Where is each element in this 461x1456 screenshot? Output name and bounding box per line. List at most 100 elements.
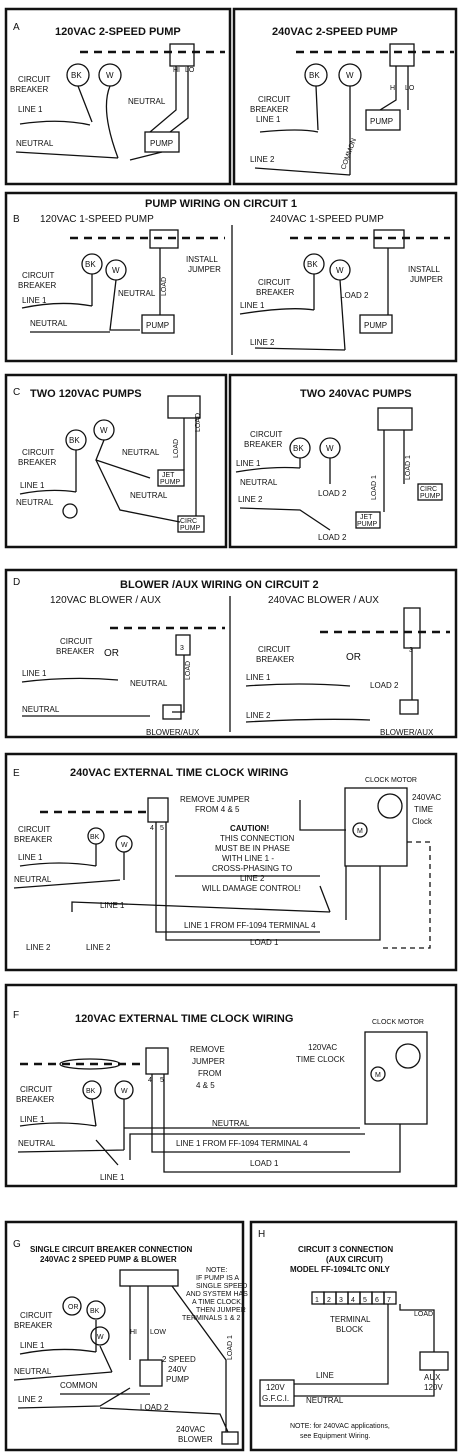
panel-f-remove-1: REMOVE: [190, 1045, 225, 1054]
panel-e-t5: 5: [160, 825, 164, 832]
panel-f-neutral-in: NEUTRAL: [18, 1139, 56, 1148]
terminal-label-3: 3: [339, 1297, 343, 1304]
panel-a-letter: A: [13, 22, 20, 33]
panel-b-left-neutral-in: NEUTRAL: [30, 319, 68, 328]
panel-d-left-or: OR: [104, 648, 119, 659]
panel-d-right-cb-1: CIRCUIT: [258, 645, 291, 654]
panel-e-line1-from: LINE 1 FROM FF-1094 TERMINAL 4: [184, 921, 316, 930]
panel-e-time-clock-1: 240VAC: [412, 793, 441, 802]
panel-a-right-common: COMMON: [340, 138, 358, 171]
panel-c-left-load-a: LOAD: [173, 439, 180, 458]
panel-e-m: M: [357, 828, 363, 835]
panel-d-letter: D: [13, 577, 20, 588]
panel-b-right-line2: LINE 2: [250, 338, 275, 347]
panel-g-cb-2: BREAKER: [14, 1321, 52, 1330]
panel-c-left-circ-1: CIRC: [180, 518, 197, 525]
panel-a-right-line2: LINE 2: [250, 155, 275, 164]
panel-a-left-pump: PUMP: [150, 139, 173, 148]
panel-b-left-install: INSTALL: [186, 255, 218, 264]
panel-a-left-neutral-in: NEUTRAL: [16, 139, 54, 148]
panel-h-block-2: BLOCK: [336, 1325, 364, 1334]
panel-e-bk: BK: [90, 834, 100, 841]
panel-g-note-6: THEN JUMPER: [196, 1307, 246, 1314]
panel-f-load1: LOAD 1: [250, 1159, 279, 1168]
panel-e-t4: 4: [150, 825, 154, 832]
panel-d-frame: [4, 568, 458, 739]
panel-d-right-cb-2: BREAKER: [256, 655, 294, 664]
panel-g-common: COMMON: [60, 1381, 98, 1390]
panel-f: F 120VAC EXTERNAL TIME CLOCK WIRING CLOC…: [4, 983, 458, 1188]
panel-g-load1: LOAD 1: [227, 1335, 234, 1360]
panel-b-right-load2: LOAD 2: [340, 291, 369, 300]
panel-e-clock-box: [344, 787, 408, 867]
panel-g-hi: HI: [130, 1329, 137, 1336]
panel-b-right-cb-1: CIRCUIT: [258, 278, 291, 287]
panel-f-remove-2: JUMPER: [192, 1057, 225, 1066]
panel-d-left-neutral-in: NEUTRAL: [22, 705, 60, 714]
panel-h-title-2: (AUX CIRCUIT): [326, 1255, 383, 1264]
panel-b-right-jumper: JUMPER: [410, 275, 443, 284]
panel-c-right-load2-a: LOAD 2: [318, 489, 347, 498]
panel-g-neutral: NEUTRAL: [14, 1367, 52, 1376]
panel-d-left-load: LOAD: [185, 661, 192, 680]
panel-e: E 240VAC EXTERNAL TIME CLOCK WIRING CLOC…: [4, 752, 458, 972]
panel-d-right-sub: 240VAC BLOWER / AUX: [268, 595, 379, 606]
panel-a-right-w-label: W: [346, 71, 354, 80]
panel-g-title-2: 240VAC 2 SPEED PUMP & BLOWER: [40, 1255, 177, 1264]
panel-g-note-7: TERMINALS 1 & 2: [182, 1315, 240, 1322]
panel-h-neutral: NEUTRAL: [306, 1396, 344, 1405]
panel-c-left-neutral: NEUTRAL: [16, 498, 54, 507]
panel-d: D BLOWER /AUX WIRING ON CIRCUIT 2 120VAC…: [4, 568, 458, 739]
panel-c-right-load2-b: LOAD 2: [318, 533, 347, 542]
panel-c-right-load1-a: LOAD 1: [371, 475, 378, 500]
panel-e-title: 240VAC EXTERNAL TIME CLOCK WIRING: [70, 767, 288, 779]
panel-a-left-cb-1: CIRCUIT: [18, 75, 51, 84]
panel-d-left-t3: 3: [180, 645, 184, 652]
panel-c-left-title: TWO 120VAC PUMPS: [30, 388, 142, 400]
panel-e-remove-1: REMOVE JUMPER: [180, 795, 250, 804]
panel-b-left-jumper: JUMPER: [188, 265, 221, 274]
panel-h-load: LOAD: [414, 1311, 433, 1318]
panel-g-w: W: [97, 1334, 104, 1341]
panel-a-left-cb-2: BREAKER: [10, 85, 48, 94]
panel-a-bk-label: BK: [71, 71, 82, 80]
panel-h-note-1: NOTE: for 240VAC applications,: [290, 1423, 390, 1430]
panel-c-left-load-b: LOAD: [195, 413, 202, 432]
panel-e-caution-7: WILL DAMAGE CONTROL!: [202, 884, 301, 893]
panel-a-w-label: W: [106, 71, 114, 80]
panel-f-clock-motor: CLOCK MOTOR: [372, 1019, 424, 1026]
panel-a-right-frame: [232, 7, 458, 186]
panel-c-left-cb-1: CIRCUIT: [22, 448, 55, 457]
panel-d-left-line1: LINE 1: [22, 669, 47, 678]
panel-e-remove-2: FROM 4 & 5: [195, 805, 240, 814]
panel-f-line1-in: LINE 1: [20, 1115, 45, 1124]
panel-b-right-sub: 240VAC 1-SPEED PUMP: [270, 214, 384, 225]
panel-c-right-bk: BK: [293, 444, 304, 453]
panel-c-right-line2: LINE 2: [238, 495, 263, 504]
panel-c-left-jet-2: PUMP: [160, 479, 181, 486]
panel-g-low: LOW: [150, 1329, 166, 1336]
panel-c-right-jet-2: PUMP: [357, 521, 378, 528]
panel-a-right-cb-1: CIRCUIT: [258, 95, 291, 104]
panel-c-left-bk: BK: [69, 436, 80, 445]
panel-g-line1: LINE 1: [20, 1341, 45, 1350]
panel-g: G SINGLE CIRCUIT BREAKER CONNECTION 240V…: [4, 1220, 248, 1452]
panel-h-aux-1: AUX: [424, 1373, 441, 1382]
panel-b-right-install: INSTALL: [408, 265, 440, 274]
panel-d-right-load2: LOAD 2: [370, 681, 399, 690]
panel-d-title: BLOWER /AUX WIRING ON CIRCUIT 2: [120, 579, 319, 591]
panel-c-right-jet-1: JET: [360, 514, 373, 521]
panel-b-right-bk: BK: [307, 260, 318, 269]
panel-d-left-neutral: NEUTRAL: [130, 679, 168, 688]
panel-h-block-1: TERMINAL: [330, 1315, 371, 1324]
panel-e-line1: LINE 1: [100, 901, 125, 910]
panel-b-left-w: W: [112, 266, 120, 275]
panel-b-left-pump: PUMP: [146, 321, 169, 330]
panel-b-right-pump: PUMP: [364, 321, 387, 330]
panel-c-right-circ-1: CIRC: [420, 486, 437, 493]
panel-a-right-line1: LINE 1: [256, 115, 281, 124]
panel-f-bk: BK: [86, 1088, 96, 1095]
panel-e-load1: LOAD 1: [250, 938, 279, 947]
panel-g-note-2: IF PUMP IS A: [196, 1275, 239, 1282]
terminal-label-7: 7: [387, 1297, 391, 1304]
